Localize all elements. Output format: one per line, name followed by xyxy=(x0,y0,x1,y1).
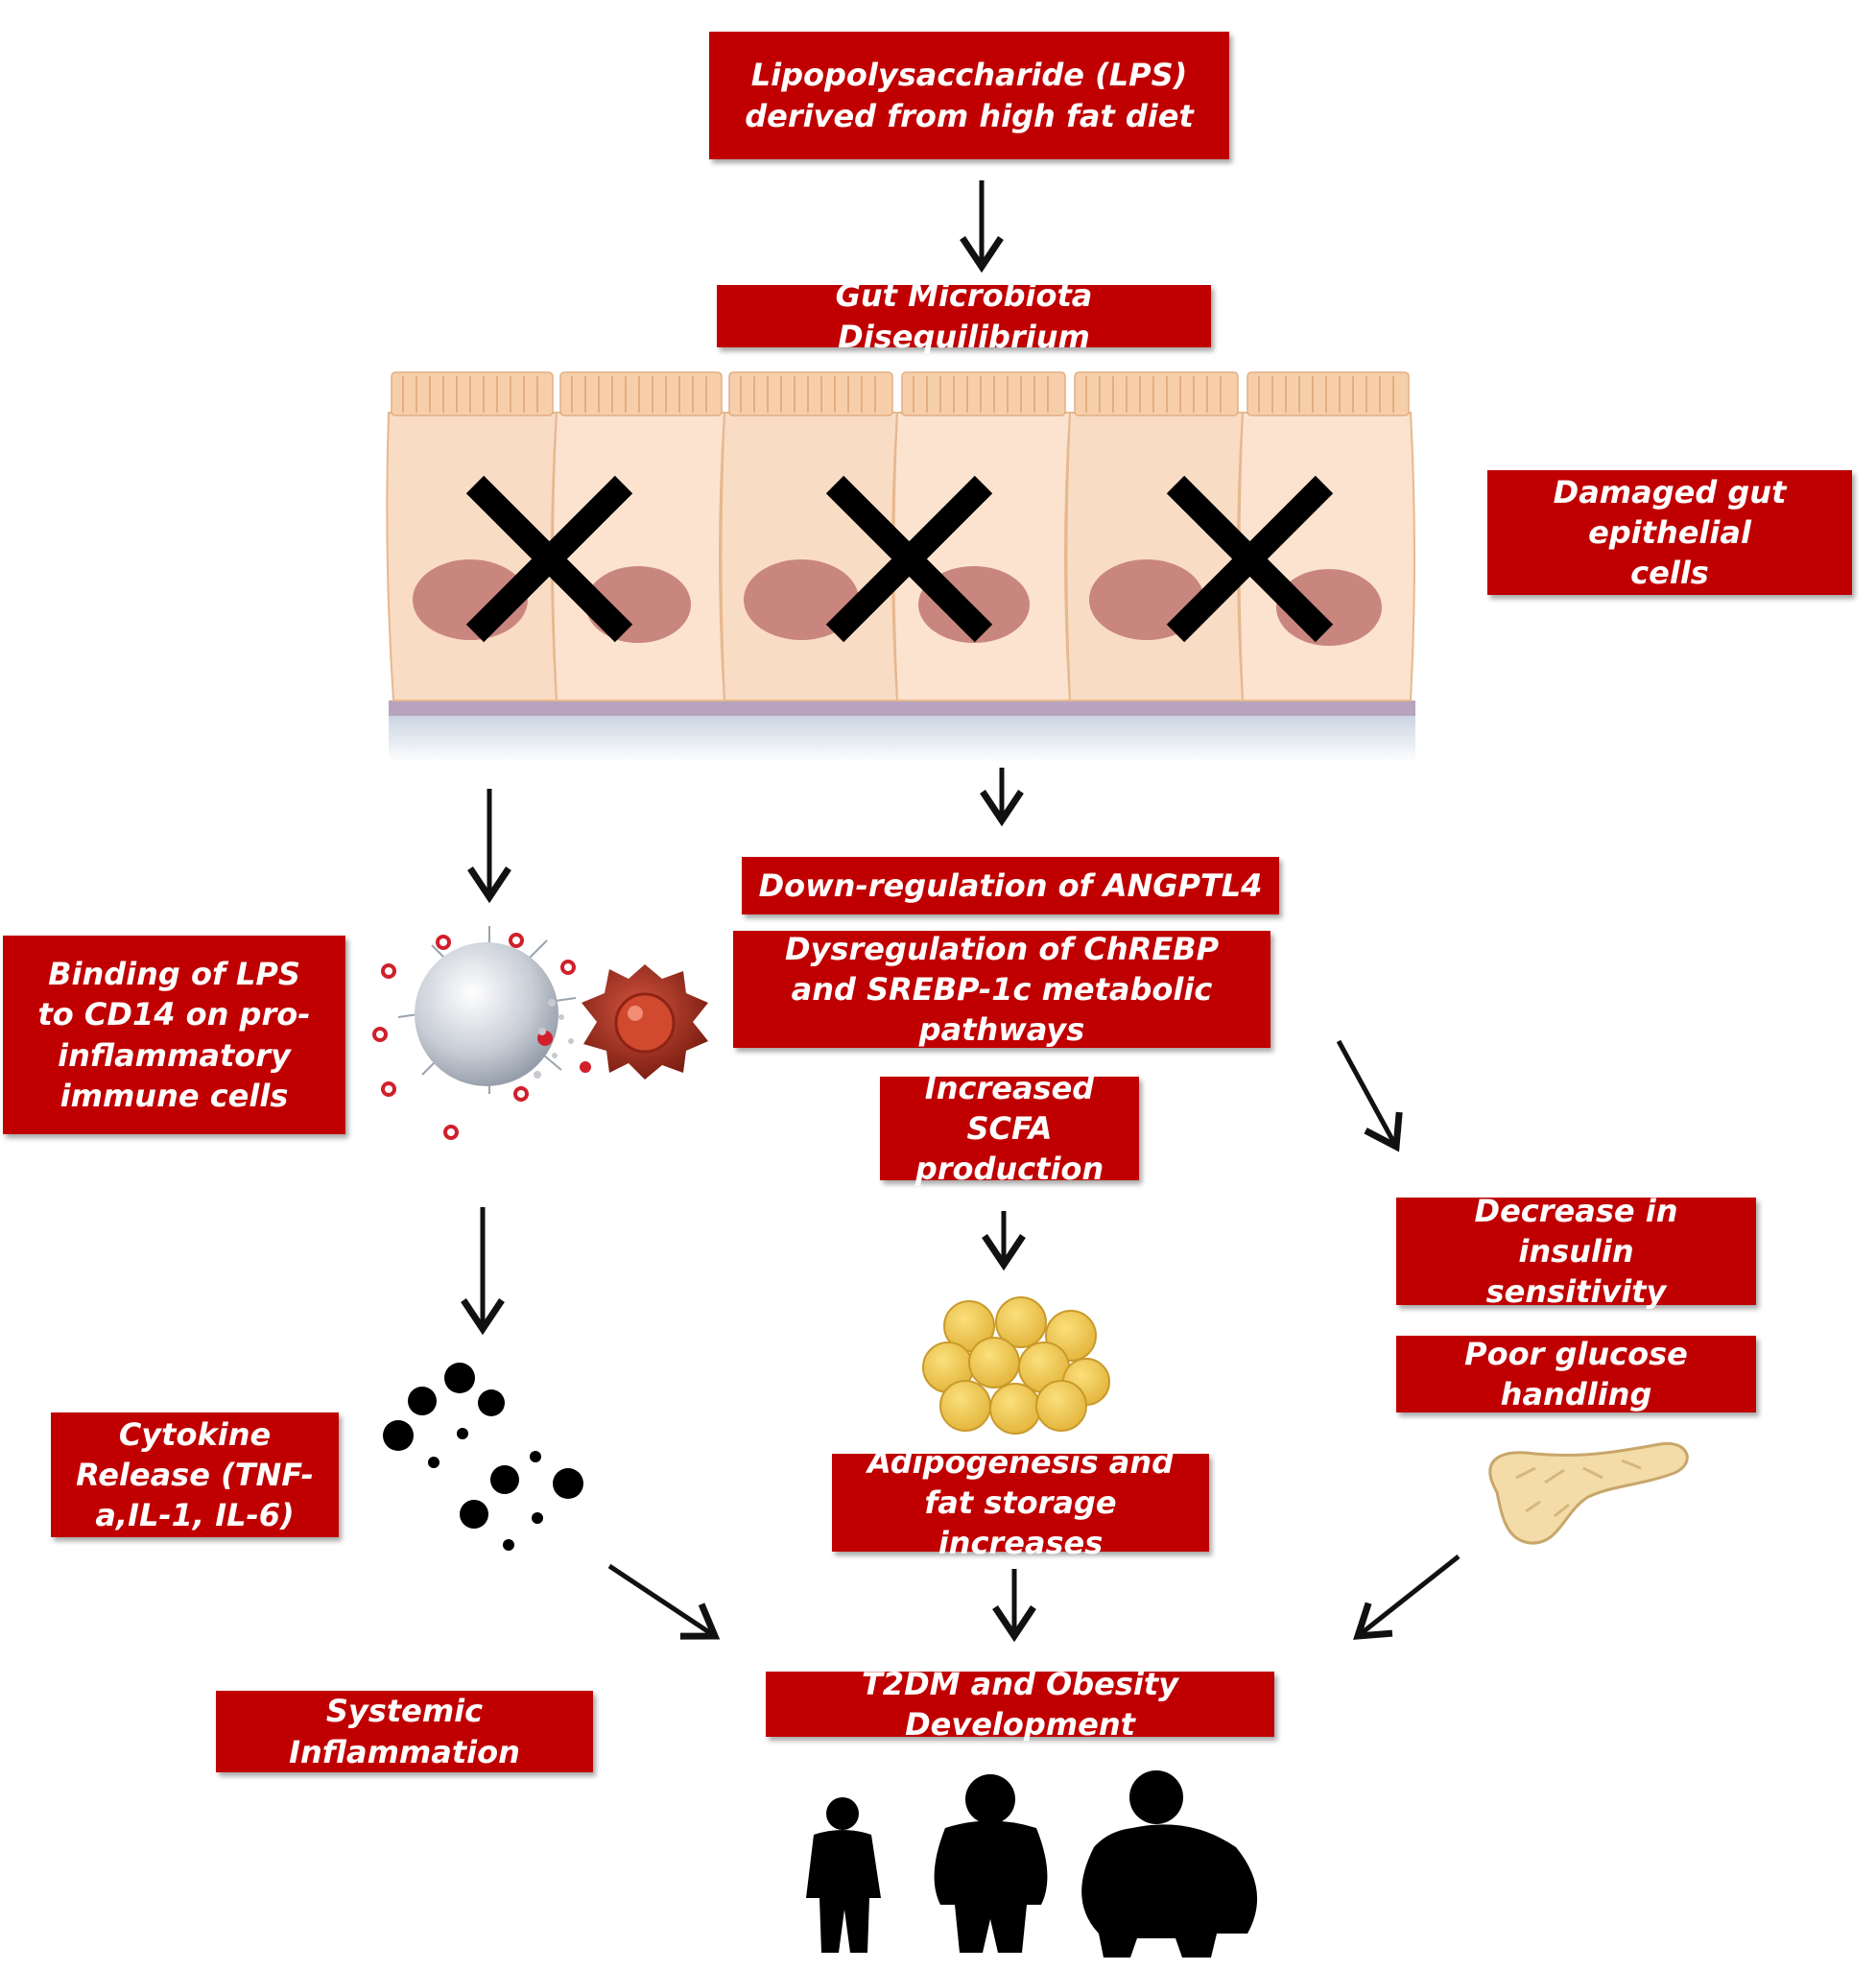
cytokine-label: Cytokine Release (TNF-a,IL-1, IL-6) xyxy=(76,1415,314,1534)
angptl4-label: Down-regulation of ANGPTL4 xyxy=(758,866,1263,904)
fat-cells-icon xyxy=(922,1296,1110,1435)
glucose-label: Poor glucose handling xyxy=(1464,1335,1688,1412)
inflammation-box: Systemic Inflammation xyxy=(216,1691,593,1772)
angptl4-box: Down-regulation of ANGPTL4 xyxy=(742,857,1279,914)
adipogenesis-box: Adipogenesis and fat storage increases xyxy=(832,1444,1209,1561)
insulin-label: Decrease in insulin sensitivity xyxy=(1474,1192,1678,1311)
cross-mark-icon xyxy=(465,475,1334,643)
chrebp-label: Dysregulation of ChREBP and SREBP-1c met… xyxy=(784,930,1220,1049)
inflammation-label: Systemic Inflammation xyxy=(289,1693,520,1770)
glucose-box: Poor glucose handling xyxy=(1396,1336,1756,1412)
lps-binding-box: Binding of LPS to CD14 on pro-inflammato… xyxy=(3,936,345,1134)
scfa-box: Increased SCFA production xyxy=(880,1070,1139,1187)
damaged-cells-label: Damaged gut epithelial cells xyxy=(1553,473,1787,592)
cytokine-box: Cytokine Release (TNF-a,IL-1, IL-6) xyxy=(51,1412,339,1537)
lps-binding-label: Binding of LPS to CD14 on pro-inflammato… xyxy=(37,956,311,1114)
t2dm-label: T2DM and Obesity Development xyxy=(861,1665,1179,1743)
insulin-box: Decrease in insulin sensitivity xyxy=(1396,1193,1756,1310)
cytokine-dots-icon xyxy=(383,1363,583,1551)
obesity-silhouettes-icon xyxy=(806,1770,1258,1958)
flow-arrows xyxy=(461,180,1460,1643)
lps-box: Lipopolysaccharide (LPS) derived from hi… xyxy=(709,32,1229,159)
lps-label: Lipopolysaccharide (LPS) derived from hi… xyxy=(745,57,1194,134)
pancreas-icon xyxy=(1488,1441,1689,1545)
damaged-cells-box: Damaged gut epithelial cells xyxy=(1487,470,1852,595)
gut-epithelium-icon xyxy=(386,371,1415,763)
immune-cell-icon xyxy=(372,926,708,1140)
microbiota-box: Gut Microbiota Disequilibrium xyxy=(717,277,1211,355)
chrebp-box: Dysregulation of ChREBP and SREBP-1c met… xyxy=(733,931,1270,1048)
scfa-label: Increased SCFA production xyxy=(914,1069,1104,1188)
t2dm-box: T2DM and Obesity Development xyxy=(766,1666,1274,1743)
microbiota-label: Gut Microbiota Disequilibrium xyxy=(835,277,1093,355)
adipogenesis-label: Adipogenesis and fat storage increases xyxy=(867,1443,1175,1562)
